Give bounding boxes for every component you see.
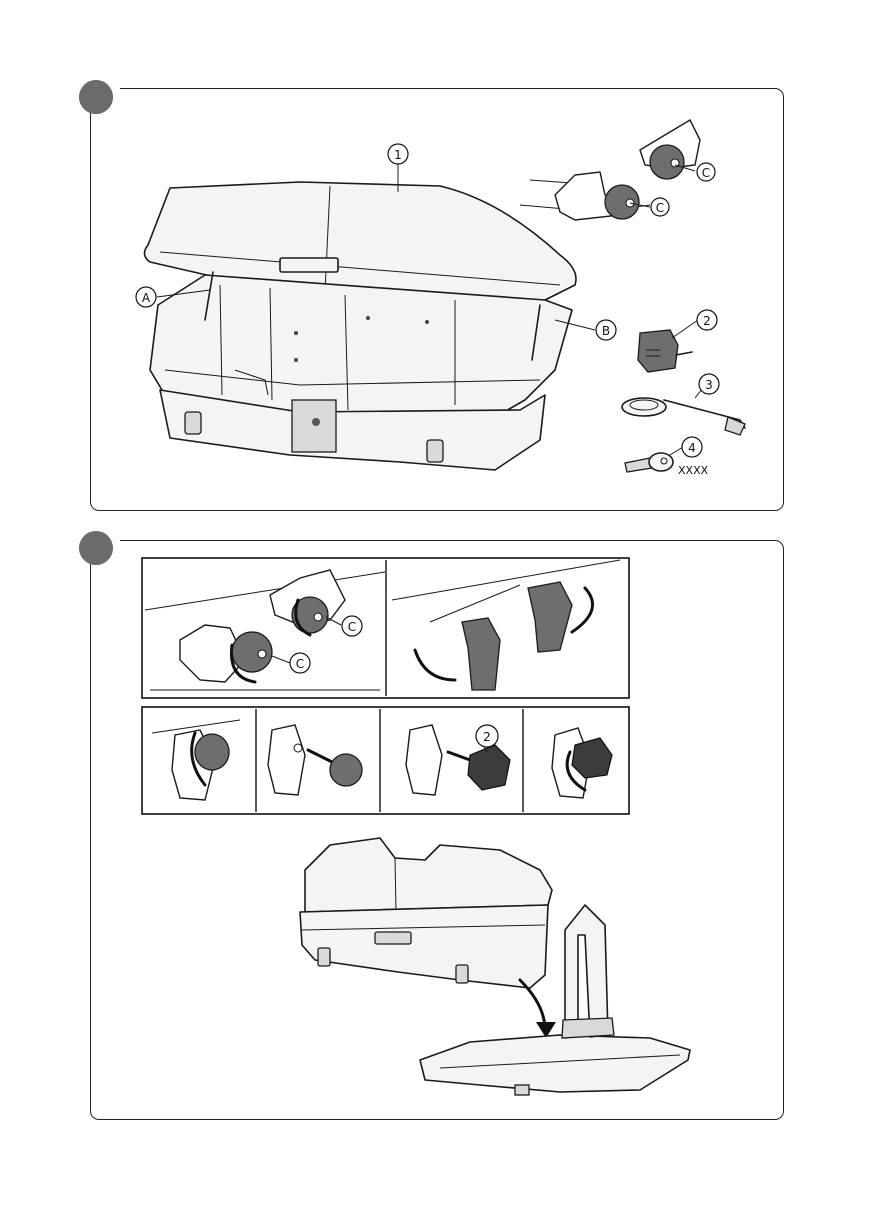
callout-c-lower: C — [651, 198, 669, 216]
top-box-open-drawing — [144, 182, 576, 470]
svg-text:A: A — [142, 291, 151, 305]
callout-b: B — [596, 320, 616, 340]
callout-3: 3 — [699, 374, 719, 394]
lock-cylinder-drawing — [638, 330, 692, 372]
svg-text:4: 4 — [688, 441, 696, 455]
callout-c-upper: C — [697, 163, 715, 181]
key-drawing — [625, 453, 673, 472]
svg-text:2: 2 — [703, 314, 711, 328]
top-box-mounting-drawing — [300, 838, 690, 1095]
svg-text:1: 1 — [394, 148, 402, 162]
key-code-label: XXXX — [678, 464, 709, 477]
callout-a: A — [136, 287, 156, 307]
svg-text:B: B — [602, 324, 610, 338]
callout-4: 4 — [682, 437, 702, 457]
callout-c-front: C — [296, 657, 304, 671]
callout-1: 1 — [388, 144, 408, 164]
svg-text:3: 3 — [705, 378, 713, 392]
svg-text:C: C — [702, 166, 710, 180]
strap-drawing — [622, 398, 745, 435]
svg-text:C: C — [656, 201, 664, 215]
carrier-bracket-drawing — [520, 120, 700, 220]
callout-2: 2 — [697, 310, 717, 330]
callout-c-back: C — [348, 620, 356, 634]
callout-2-step2: 2 — [483, 730, 491, 744]
